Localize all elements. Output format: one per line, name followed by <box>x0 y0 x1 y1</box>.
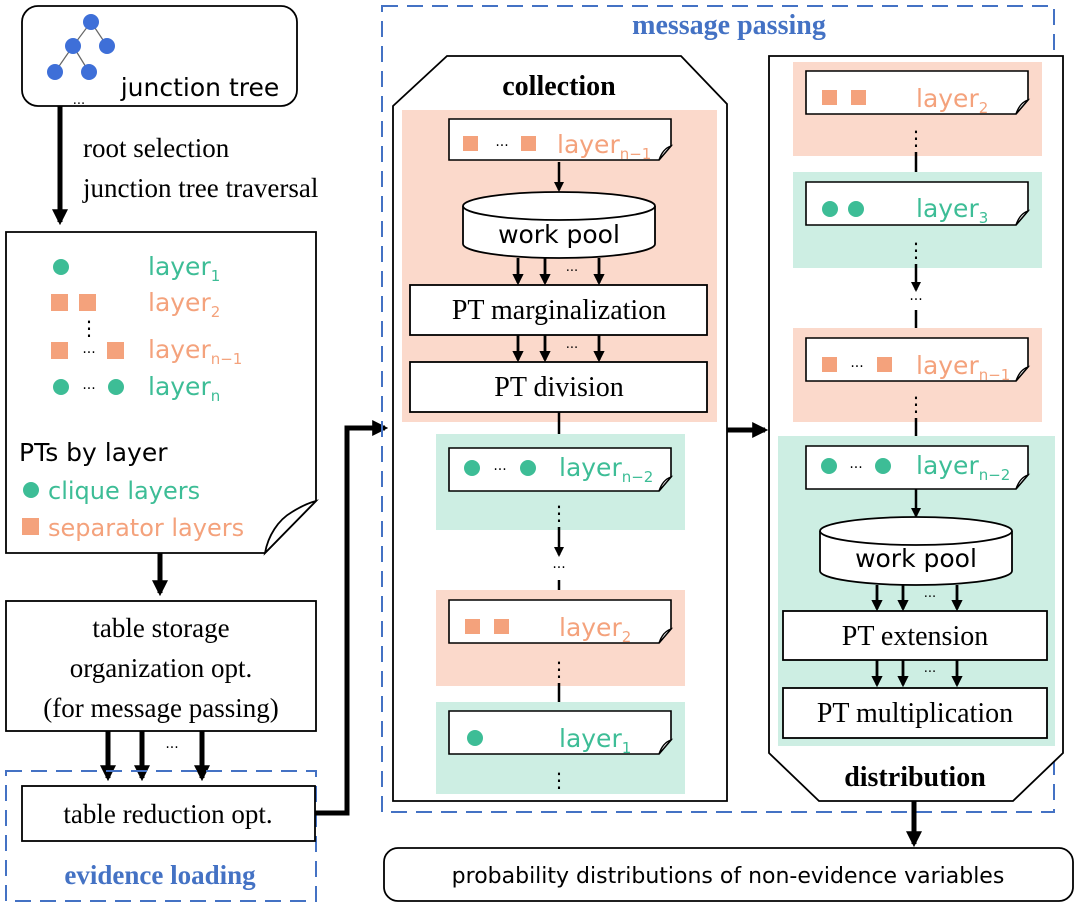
clique-marker <box>53 259 69 275</box>
arrow-reduction-to-collection <box>315 419 389 816</box>
collection-title: collection <box>502 71 616 102</box>
tree-icon <box>47 14 115 80</box>
evidence-loading-title: evidence loading <box>64 860 256 890</box>
separator-marker <box>465 619 480 634</box>
clique-marker <box>848 201 864 217</box>
pt-multiplication-label: PT multiplication <box>817 698 1013 729</box>
collection-layer-n-1-label: layern−1 <box>557 130 651 163</box>
hdots: ··· <box>924 590 936 605</box>
separator-marker <box>107 342 124 359</box>
collection-work-pool <box>462 191 656 259</box>
distribution-layer-n-1-label: layern−1 <box>916 351 1010 384</box>
pt-layer-1: layer1 <box>148 252 220 285</box>
pt-extension-box <box>782 610 1048 661</box>
legend-clique-label: clique layers <box>48 477 200 505</box>
pt-hdots: ··· <box>82 345 95 361</box>
clique-marker <box>520 460 536 476</box>
collection-layer-n-1-card <box>448 118 674 161</box>
hdots: ··· <box>495 138 508 154</box>
distribution-layer-n-2-label: layern−2 <box>916 451 1010 484</box>
hdots: ··· <box>909 292 922 308</box>
pt-division-box <box>409 361 708 413</box>
separator-marker <box>494 619 509 634</box>
clique-marker <box>821 458 837 474</box>
output-box <box>383 847 1074 902</box>
clique-marker <box>53 379 69 395</box>
vdots: ⋮ <box>906 238 926 262</box>
pt-vdots: ⋮ <box>79 316 99 340</box>
message-passing-title-bg <box>600 8 858 44</box>
junction-tree-box: junction tree ... <box>21 5 298 108</box>
distribution-layer-n-2-card <box>805 445 1031 490</box>
pt-marginalization-box <box>409 284 708 336</box>
pts-by-layer-title: PTs by layer <box>19 438 168 467</box>
pts-by-layer-document <box>5 231 319 556</box>
pt-multiplication-box <box>782 687 1048 739</box>
table-reduction-label: table reduction opt. <box>63 799 272 829</box>
vdots: ⋮ <box>549 501 569 525</box>
table-reduction-box <box>21 785 316 842</box>
separator-marker <box>822 357 837 372</box>
pt-extension-label: PT extension <box>842 621 988 652</box>
legend-separator-icon <box>22 518 39 535</box>
vdots: ⋮ <box>549 657 569 681</box>
clique-marker <box>822 201 838 217</box>
traversal-label: junction tree traversal <box>82 173 318 203</box>
storage-hdots: ··· <box>165 740 178 756</box>
distribution-work-pool <box>819 516 1013 586</box>
message-passing-title: message passing <box>632 10 826 41</box>
hdots: ··· <box>850 359 863 375</box>
separator-marker <box>463 136 478 151</box>
separator-marker <box>851 90 866 105</box>
distribution-title: distribution <box>844 762 986 793</box>
distribution-layer-2-label: layer2 <box>916 84 988 117</box>
storage-line-3: (for message passing) <box>43 693 278 723</box>
collection-layer-1-label: layer1 <box>559 724 631 757</box>
collection-layer-n-2-label: layern−2 <box>559 453 653 486</box>
separator-marker <box>51 342 68 359</box>
collection-layer-1-card <box>448 710 674 755</box>
clique-marker <box>875 458 891 474</box>
separator-marker <box>521 136 536 151</box>
hdots: ··· <box>566 341 578 356</box>
vdots: ⋮ <box>906 126 926 150</box>
distribution-layer-n-1-card <box>805 337 1031 382</box>
collection-work-pool-label: work pool <box>498 220 620 249</box>
pt-division-label: PT division <box>494 372 623 403</box>
pt-marginalization-label: PT marginalization <box>452 295 666 326</box>
hdots: ··· <box>493 462 506 478</box>
hdots: ··· <box>849 460 862 476</box>
legend-clique-icon <box>23 482 39 498</box>
clique-marker <box>467 730 483 746</box>
hdots: ··· <box>924 665 936 680</box>
separator-marker <box>822 90 837 105</box>
vdots: ⋮ <box>549 768 569 792</box>
separator-marker <box>79 294 96 311</box>
pt-layer-2: layer2 <box>148 288 220 321</box>
distribution-work-pool-label: work pool <box>855 544 977 573</box>
storage-line-1: table storage <box>92 613 229 643</box>
pt-layer-n: layern <box>148 372 220 405</box>
hdots: ··· <box>566 264 578 279</box>
storage-line-2: organization opt. <box>70 653 252 683</box>
distribution-layer-3-label: layer3 <box>916 194 988 227</box>
hdots: ··· <box>552 560 565 576</box>
tree-ellipsis: ... <box>73 93 85 108</box>
separator-marker <box>51 294 68 311</box>
junction-tree-label: junction tree <box>120 73 280 102</box>
table-storage-box <box>5 600 317 732</box>
separator-marker <box>877 357 892 372</box>
collection-layer-2-label: layer2 <box>559 613 631 646</box>
pt-hdots: ··· <box>82 381 95 397</box>
root-selection-label: root selection <box>83 133 230 163</box>
legend-separator-label: separator layers <box>48 514 244 542</box>
pt-layer-n-1: layern−1 <box>148 335 242 368</box>
clique-marker <box>464 460 480 476</box>
vdots: ⋮ <box>906 392 926 416</box>
output-label: probability distributions of non-evidenc… <box>452 864 1005 889</box>
collection-layer-n-2-card <box>448 447 674 492</box>
evidence-loading-group <box>5 770 317 902</box>
clique-marker <box>108 379 124 395</box>
